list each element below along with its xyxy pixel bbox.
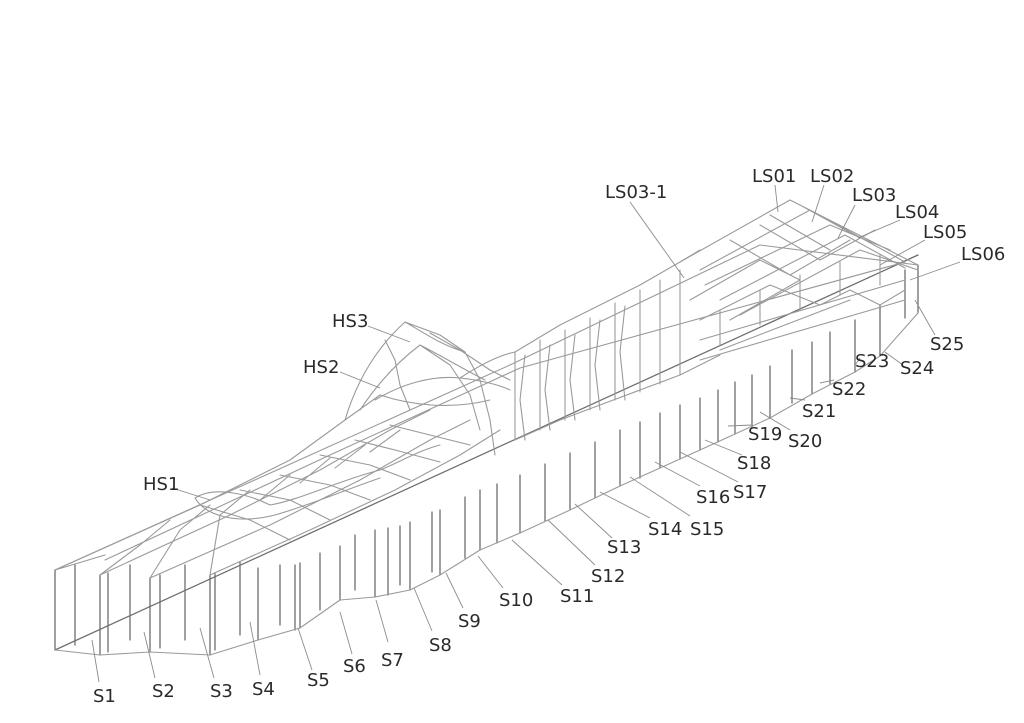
right-grid [679,199,919,321]
leader-HS3 [367,325,411,343]
leader-S14 [599,491,651,519]
leader-LS02 [811,184,825,223]
leader-LS03-1 [629,201,685,279]
front-plate-outline [54,264,919,656]
hs1-contour [194,444,441,520]
leader-HS2 [339,371,381,389]
leader-S12 [547,519,596,566]
leader-S10 [477,555,504,589]
label-S6: S6 [343,656,366,677]
leader-lines [91,184,961,683]
label-S16: S16 [696,487,730,508]
leader-LS01 [774,184,779,213]
label-LS03-1: LS03-1 [605,182,667,203]
label-S23: S23 [855,351,889,372]
label-LS04: LS04 [895,202,939,223]
bottom-hull-line [54,312,919,656]
label-S14: S14 [648,519,682,540]
floor-mid-edge [104,261,906,561]
leader-S21 [789,397,806,401]
label-HS3: HS3 [332,311,368,332]
leader-S8 [413,587,433,632]
label-S20: S20 [788,431,822,452]
leader-S19 [727,424,753,427]
leader-S9 [445,572,464,609]
leader-S18 [704,439,743,456]
label-S12: S12 [591,566,625,587]
label-S17: S17 [733,482,767,503]
leader-S23 [854,357,861,366]
leader-S11 [511,539,563,586]
label-S5: S5 [307,670,330,691]
floor-front-edge [54,254,919,651]
leader-S20 [759,411,791,431]
label-S25: S25 [930,334,964,355]
leader-S13 [574,503,613,539]
floor-back-edge [54,244,919,571]
leader-HS1 [171,487,211,501]
leader-S15 [629,476,691,517]
label-S13: S13 [607,537,641,558]
label-S22: S22 [832,379,866,400]
label-S11: S11 [560,586,594,607]
deck-grid [54,394,501,579]
label-S1: S1 [93,686,116,707]
leader-S4 [249,621,261,676]
label-HS1: HS1 [143,474,179,495]
label-S7: S7 [381,650,404,671]
leader-S2 [143,631,156,679]
leader-S17 [679,451,739,483]
tall-bulkheads [514,249,721,441]
label-LS02: LS02 [810,166,854,187]
label-LS01: LS01 [752,166,796,187]
leader-S7 [375,599,389,643]
label-LS03: LS03 [852,185,896,206]
label-S24: S24 [900,358,934,379]
leader-S22 [819,379,835,384]
leader-S3 [199,627,215,679]
leader-S16 [654,461,701,487]
leader-LS04 [857,219,901,239]
label-S4: S4 [252,679,275,700]
section-labels: S1 S2 S3 S4 S5 S6 S7 S8 S9 S10 S11 S12 S… [93,166,1005,707]
label-HS2: HS2 [303,357,339,378]
leader-S6 [339,611,353,655]
leader-S24 [884,351,904,366]
leader-S25 [914,299,936,336]
label-S9: S9 [458,611,481,632]
leader-LS03 [837,204,856,239]
label-S19: S19 [748,424,782,445]
label-S8: S8 [429,635,452,656]
structure-wireframe [54,199,919,656]
leader-S1 [91,639,100,683]
label-S3: S3 [210,681,233,702]
hump-contours [344,321,516,456]
label-S21: S21 [802,401,836,422]
label-S2: S2 [152,681,175,702]
label-LS06: LS06 [961,244,1005,265]
leader-LS06 [909,261,961,281]
label-S15: S15 [690,519,724,540]
label-S18: S18 [737,453,771,474]
label-LS05: LS05 [923,222,967,243]
leader-S5 [297,627,313,671]
label-S10: S10 [499,590,533,611]
longitudinals [699,254,906,361]
leader-LS05 [879,239,926,266]
